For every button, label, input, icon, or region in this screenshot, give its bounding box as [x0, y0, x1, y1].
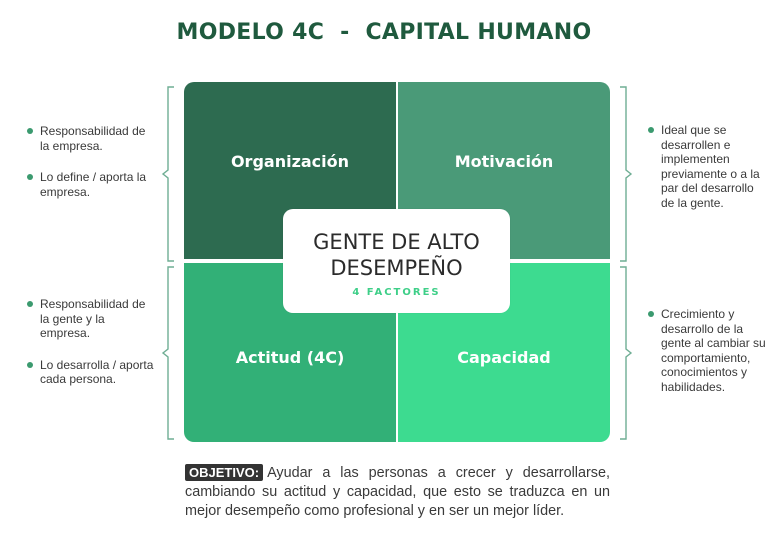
list-item: Lo desarrolla / aporta cada persona. — [27, 358, 157, 387]
center-subtitle: 4 FACTORES — [352, 287, 441, 298]
bullet-dot-icon — [648, 127, 654, 133]
right-top-bracket — [620, 86, 633, 262]
list-item: Ideal que se desarrollen e implementen p… — [648, 123, 768, 210]
bullet-dot-icon — [27, 174, 33, 180]
list-item: Lo define / aporta la empresa. — [27, 170, 157, 199]
bracket-path — [620, 266, 633, 440]
bullet-dot-icon — [27, 128, 33, 134]
left-bottom-bracket — [161, 266, 174, 440]
center-title-line1: GENTE DE ALTO — [313, 230, 480, 254]
objective-text: OBJETIVO:Ayudar a las personas a crecer … — [185, 464, 610, 521]
quadrant-label: Organización — [230, 152, 350, 171]
right-top-notes: Ideal que se desarrollen e implementen p… — [648, 123, 768, 210]
bracket-path — [620, 86, 633, 262]
list-item: Crecimiento y desarrollo de la gente al … — [648, 307, 768, 394]
bullet-dot-icon — [27, 301, 33, 307]
quadrant-label: Motivación — [454, 152, 554, 171]
page-title: MODELO 4C - CAPITAL HUMANO — [176, 20, 592, 45]
quadrant-label: Capacidad — [457, 348, 551, 367]
bullet-dot-icon — [648, 311, 654, 317]
list-item: Responsabilidad de la empresa. — [27, 124, 157, 153]
bracket-path — [161, 266, 174, 440]
left-top-bracket — [161, 86, 174, 262]
left-top-notes: Responsabilidad de la empresa. Lo define… — [27, 124, 157, 199]
bullet-dot-icon — [27, 361, 33, 368]
center-box: GENTE DE ALTO DESEMPEÑO 4 FACTORES — [283, 209, 510, 313]
list-item: Responsabilidad de la gente y la empresa… — [27, 297, 157, 341]
bracket-path — [161, 86, 174, 262]
right-bottom-notes: Crecimiento y desarrollo de la gente al … — [648, 307, 768, 394]
objective-body: Ayudar a las personas a crecer y desarro… — [185, 465, 610, 519]
objective-label: OBJETIVO: — [185, 464, 264, 481]
center-title: GENTE DE ALTO DESEMPEÑO — [283, 229, 510, 281]
quadrant-label: Actitud (4C) — [235, 348, 345, 367]
right-bottom-bracket — [620, 266, 633, 440]
center-title-line2: DESEMPEÑO — [330, 256, 463, 280]
left-bottom-notes: Responsabilidad de la gente y la empresa… — [27, 297, 157, 387]
